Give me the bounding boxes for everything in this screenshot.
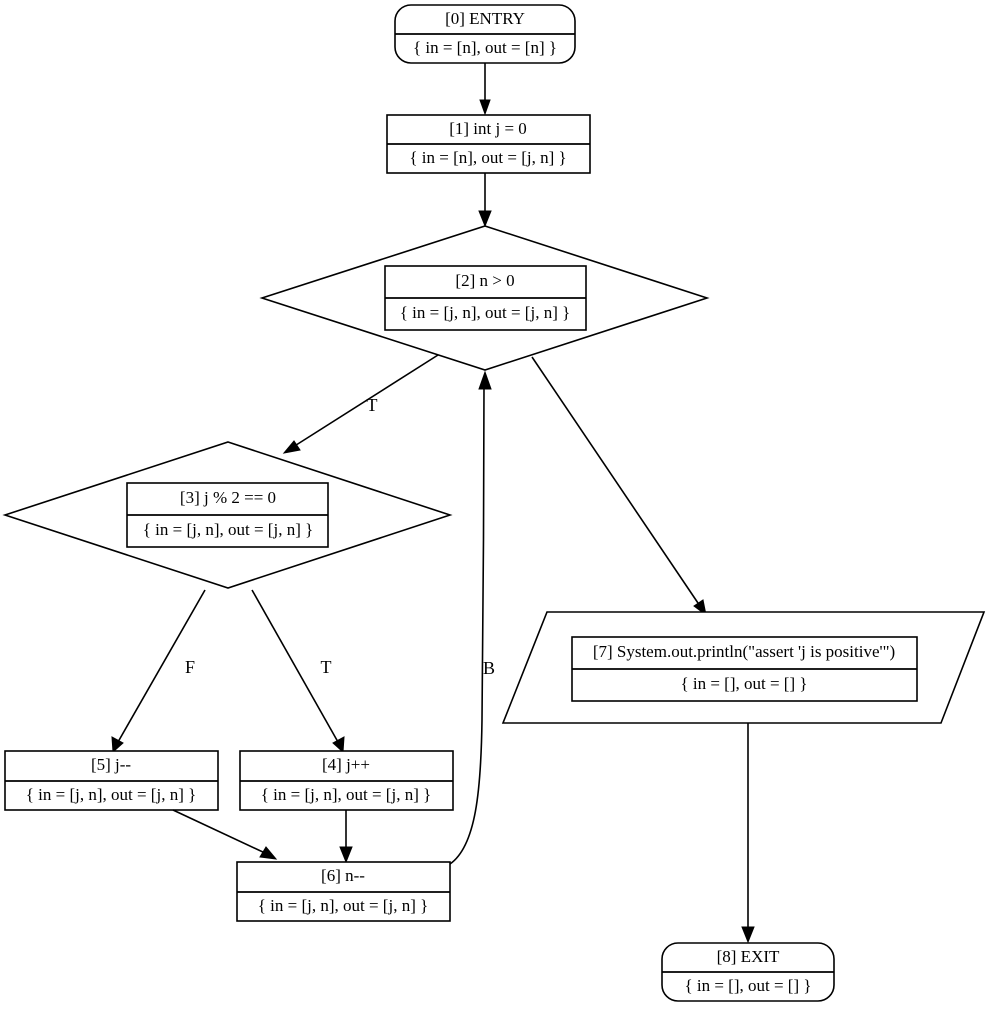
node-3-label: [3] j % 2 == 0 bbox=[180, 488, 276, 507]
edge-2-to-3: T bbox=[282, 354, 439, 454]
edge-1-to-2 bbox=[478, 173, 492, 228]
node-2-label: [2] n > 0 bbox=[455, 271, 514, 290]
node-2-state: { in = [j, n], out = [j, n] } bbox=[400, 303, 571, 322]
node-5-state: { in = [j, n], out = [j, n] } bbox=[26, 785, 197, 804]
node-1-assign[interactable]: [1] int j = 0 { in = [n], out = [j, n] } bbox=[386, 114, 591, 174]
edge-3-to-5-label: F bbox=[185, 657, 195, 677]
node-4-state: { in = [j, n], out = [j, n] } bbox=[261, 785, 432, 804]
node-8-state: { in = [], out = [] } bbox=[684, 976, 811, 995]
edge-2-to-7 bbox=[531, 356, 707, 617]
node-1-label: [1] int j = 0 bbox=[449, 119, 527, 138]
edge-3-to-5: F bbox=[111, 589, 206, 754]
edge-2-to-7-line bbox=[531, 356, 701, 607]
edge-6-to-2-label: B bbox=[483, 658, 495, 678]
edge-3-to-4-line bbox=[251, 589, 339, 743]
node-5-label: [5] j-- bbox=[91, 755, 131, 774]
edge-3-to-4: T bbox=[251, 589, 345, 754]
node-6-decrement-n[interactable]: [6] n-- { in = [j, n], out = [j, n] } bbox=[236, 861, 451, 922]
edge-5-to-6-arrowhead bbox=[259, 846, 278, 860]
edge-4-to-6 bbox=[339, 810, 353, 864]
node-0-state: { in = [n], out = [n] } bbox=[413, 38, 557, 57]
edge-2-to-3-arrowhead bbox=[282, 440, 301, 454]
edge-3-to-5-line bbox=[117, 589, 206, 743]
node-5-decrement-j[interactable]: [5] j-- { in = [j, n], out = [j, n] } bbox=[4, 750, 219, 811]
edge-7-to-8-arrowhead bbox=[741, 926, 755, 944]
edge-6-to-2-back: B bbox=[449, 370, 495, 865]
edge-5-to-6 bbox=[172, 809, 278, 860]
node-3-state: { in = [j, n], out = [j, n] } bbox=[143, 520, 314, 539]
node-0-entry[interactable]: [0] ENTRY { in = [n], out = [n] } bbox=[394, 4, 576, 64]
edge-6-to-2-arrowhead bbox=[478, 370, 492, 390]
node-7-state: { in = [], out = [] } bbox=[680, 674, 807, 693]
edge-5-to-6-line bbox=[172, 809, 266, 854]
node-7-print[interactable]: [7] System.out.println("assert 'j is pos… bbox=[501, 611, 986, 724]
node-6-label: [6] n-- bbox=[321, 866, 365, 885]
node-8-exit[interactable]: [8] EXIT { in = [], out = [] } bbox=[661, 942, 835, 1002]
edge-2-to-3-label: T bbox=[367, 395, 378, 415]
node-4-label: [4] j++ bbox=[322, 755, 370, 774]
node-4-increment-j[interactable]: [4] j++ { in = [j, n], out = [j, n] } bbox=[239, 750, 454, 811]
node-0-label: [0] ENTRY bbox=[445, 9, 525, 28]
node-2-condition[interactable]: [2] n > 0 { in = [j, n], out = [j, n] } bbox=[259, 225, 710, 371]
node-6-state: { in = [j, n], out = [j, n] } bbox=[258, 896, 429, 915]
edge-3-to-4-label: T bbox=[321, 657, 332, 677]
edge-0-to-1 bbox=[479, 63, 491, 116]
edge-2-to-3-line bbox=[292, 354, 439, 448]
node-1-state: { in = [n], out = [j, n] } bbox=[409, 148, 566, 167]
edge-3-to-4-arrowhead bbox=[332, 736, 345, 754]
edge-7-to-8 bbox=[741, 723, 755, 944]
node-8-label: [8] EXIT bbox=[717, 947, 780, 966]
edge-3-to-5-arrowhead bbox=[111, 736, 124, 754]
edge-1-to-2-arrowhead bbox=[478, 210, 492, 228]
node-3-condition[interactable]: [3] j % 2 == 0 { in = [j, n], out = [j, … bbox=[2, 441, 453, 589]
edge-6-to-2-line bbox=[449, 384, 485, 865]
node-7-label: [7] System.out.println("assert 'j is pos… bbox=[593, 642, 895, 661]
edge-4-to-6-arrowhead bbox=[339, 846, 353, 864]
edge-0-to-1-arrowhead bbox=[479, 99, 491, 116]
